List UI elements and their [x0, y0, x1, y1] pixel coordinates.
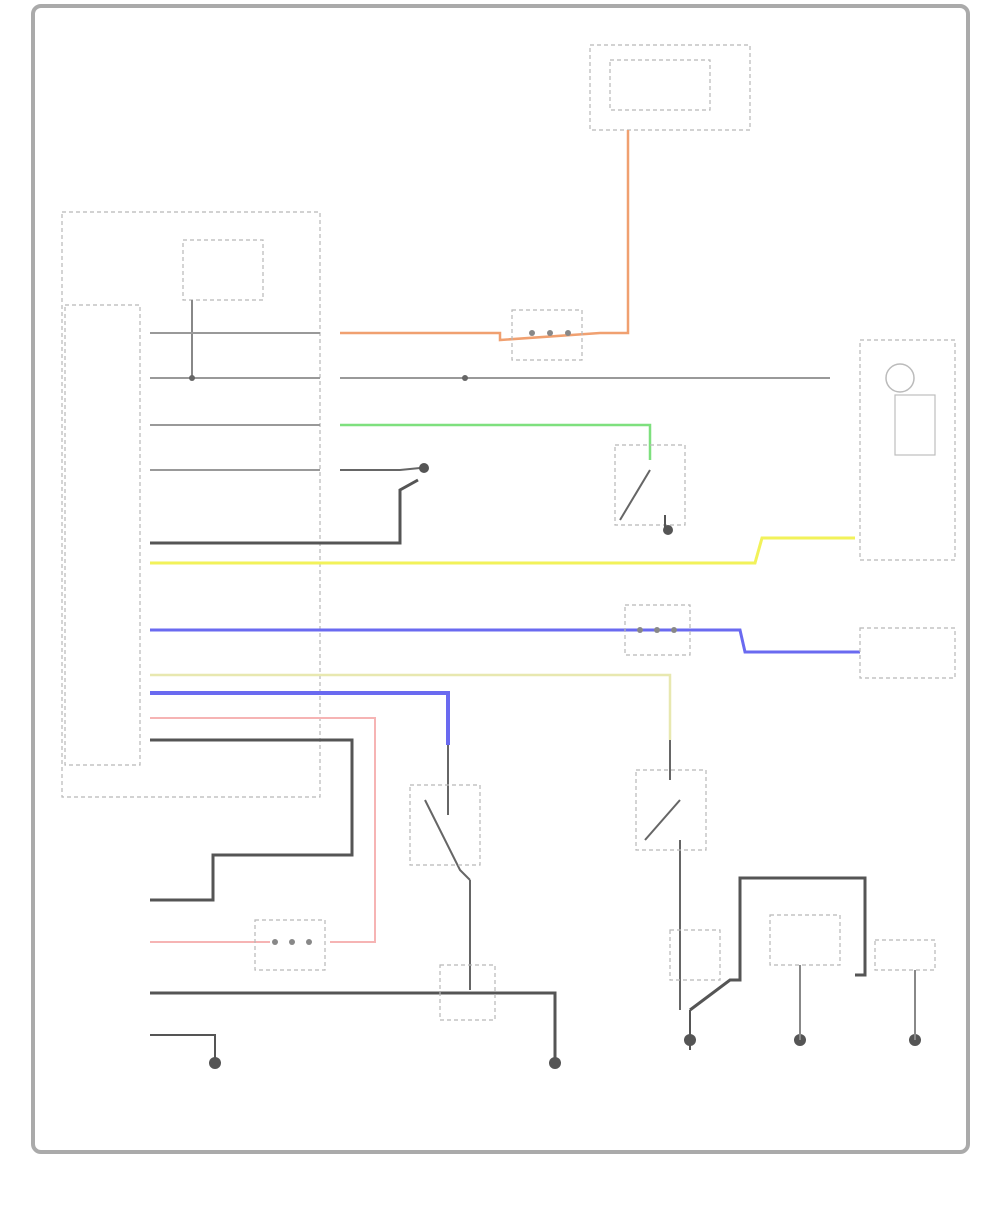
dark-wire-long [150, 738, 354, 902]
outer-frame [31, 4, 970, 1154]
yellow-wire [150, 536, 855, 565]
connector-top [511, 309, 583, 361]
ground-point-2 [549, 1057, 561, 1069]
main-module [61, 211, 321, 798]
pink-wire [150, 717, 376, 943]
lower-right-box-2 [874, 939, 936, 971]
dark-wire-bottom [150, 991, 557, 1060]
right-switch-box [859, 627, 956, 679]
blue-wire-2 [150, 691, 450, 745]
connector-bottom-left [254, 919, 326, 971]
middle-switch-column [409, 745, 496, 1021]
gray-wires [150, 332, 830, 471]
lower-right-box-1 [769, 914, 841, 966]
dark-wire-ground [340, 467, 421, 471]
light-yellow-wire [150, 673, 672, 740]
ground-point-1 [209, 1057, 221, 1069]
blue-wire [150, 628, 860, 654]
right-switch-column [635, 740, 867, 1050]
right-component-box [859, 339, 956, 561]
green-wire [340, 423, 652, 460]
door-switch [614, 444, 686, 535]
top-relay-box [589, 44, 751, 131]
orange-wire [340, 130, 630, 342]
connector-mid [624, 604, 691, 656]
